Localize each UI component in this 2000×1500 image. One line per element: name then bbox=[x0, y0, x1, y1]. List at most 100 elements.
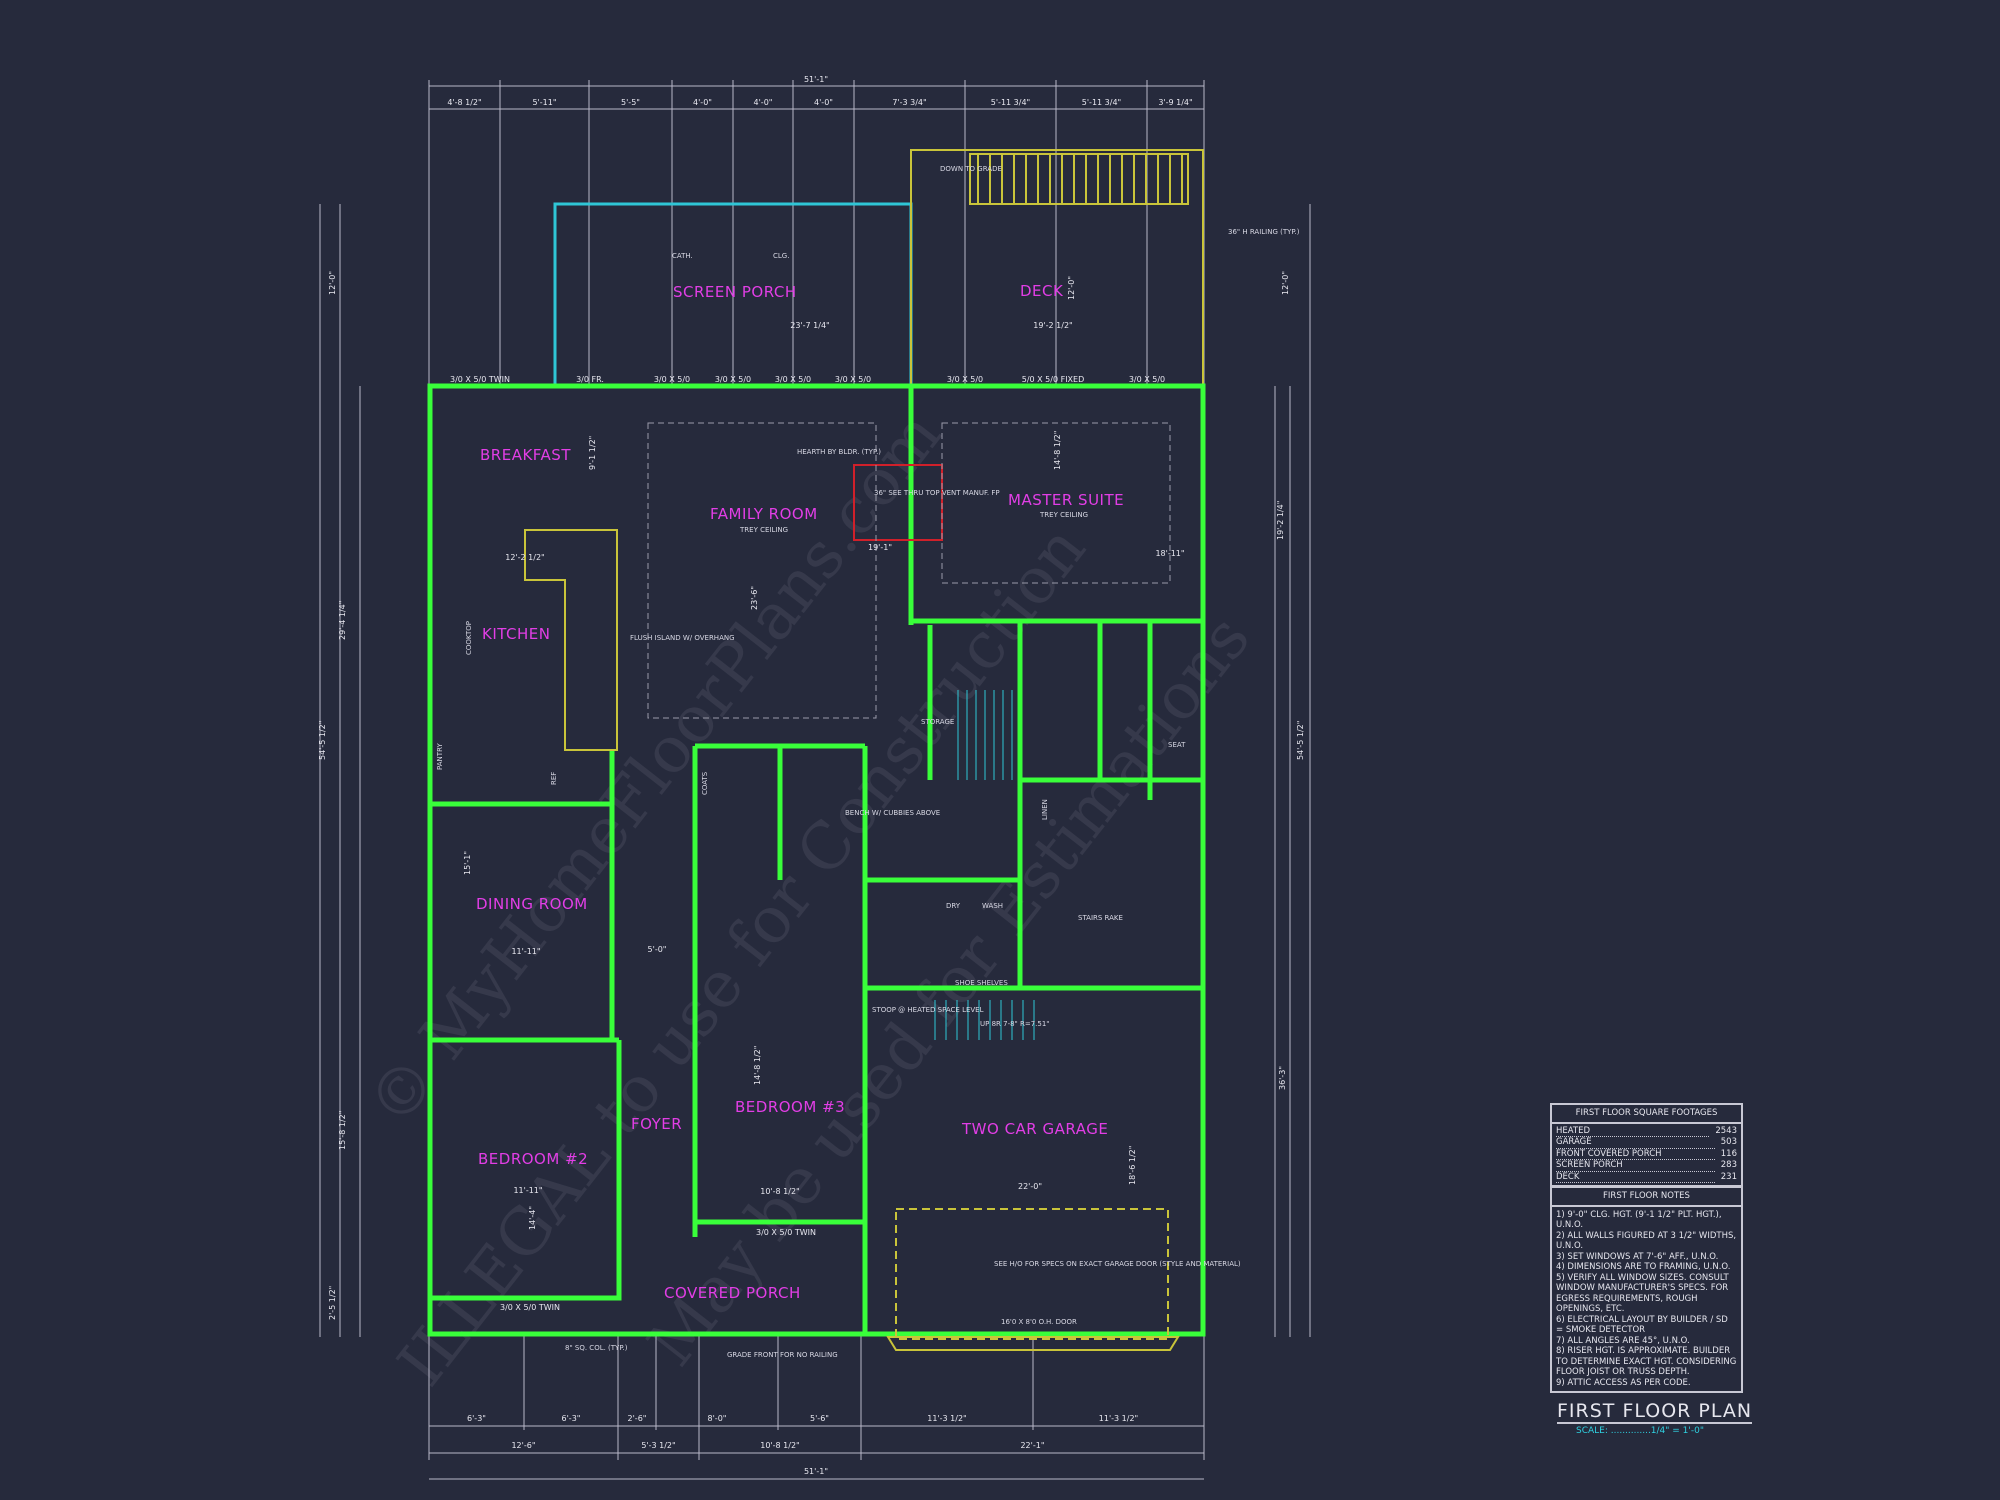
area-label: DECK bbox=[1556, 1172, 1715, 1183]
kitchen-island bbox=[524, 529, 618, 751]
room-label-screen-porch: SCREEN PORCH bbox=[673, 283, 797, 301]
top-dim: 5'-11 3/4" bbox=[991, 98, 1030, 107]
square-footage-row: HEATED 2543 bbox=[1552, 1125, 1741, 1137]
square-footage-row: GARAGE 503 bbox=[1552, 1137, 1741, 1149]
linen-label: LINEN bbox=[1041, 799, 1049, 820]
bottom-dim: 5'-6" bbox=[810, 1414, 829, 1423]
interior-dim: 14'-8 1/2" bbox=[1053, 431, 1062, 470]
washer-label: WASH bbox=[982, 902, 1003, 910]
area-value: 116 bbox=[1720, 1148, 1737, 1159]
interior-dim: 9'-1 1/2" bbox=[588, 436, 597, 470]
interior-dim: 22'-0" bbox=[1018, 1182, 1042, 1191]
garage-door-note: SEE H/O FOR SPECS ON EXACT GARAGE DOOR (… bbox=[994, 1260, 1241, 1268]
floor-notes-table: FIRST FLOOR NOTES 1) 9'-0" CLG. HGT. (9'… bbox=[1550, 1186, 1743, 1393]
room-label-kitchen: KITCHEN bbox=[482, 625, 551, 643]
window-label: 3/0 X 5/0 TWIN bbox=[450, 375, 510, 384]
interior-dim: 11'-11" bbox=[511, 947, 540, 956]
area-value: 231 bbox=[1720, 1171, 1737, 1182]
window-label: 3/0 X 5/0 bbox=[775, 375, 811, 384]
exterior-dimensions: 51'-1"4'-8 1/2"5'-11"5'-5"4'-0"4'-0"4'-0… bbox=[318, 75, 1305, 1476]
interior-dim: 23'-6" bbox=[750, 586, 759, 610]
dryer-label: DRY bbox=[946, 902, 961, 910]
bottom-dim: 2'-6" bbox=[628, 1414, 647, 1423]
area-label: HEATED bbox=[1556, 1126, 1710, 1137]
area-value: 2543 bbox=[1715, 1125, 1737, 1136]
square-footage-row: FRONT COVERED PORCH 116 bbox=[1552, 1148, 1741, 1160]
room-label-covered-porch: COVERED PORCH bbox=[664, 1284, 801, 1302]
window-label: 3/0 X 5/0 bbox=[654, 375, 690, 384]
room-label-breakfast: BREAKFAST bbox=[480, 446, 571, 464]
area-label: SCREEN PORCH bbox=[1556, 1160, 1715, 1172]
interior-dimensions: 23'-7 1/4"19'-2 1/2"12'-0"19'-1"18'-11"1… bbox=[463, 276, 1185, 1230]
interior-dim: 19'-2 1/2" bbox=[1033, 321, 1072, 330]
deck-outline bbox=[910, 149, 1204, 387]
family-trey-note: TREY CEILING bbox=[739, 526, 788, 534]
bottom-dim: 8'-0" bbox=[708, 1414, 727, 1423]
interior-dim: 15'-1" bbox=[463, 851, 472, 875]
pantry-label: PANTRY bbox=[436, 743, 444, 770]
left-dim: 12'-0" bbox=[328, 271, 337, 295]
floor-notes-title: FIRST FLOOR NOTES bbox=[1552, 1188, 1741, 1207]
top-dim: 4'-0" bbox=[814, 98, 833, 107]
area-label: FRONT COVERED PORCH bbox=[1556, 1149, 1715, 1160]
interior-dim: 5'-0" bbox=[648, 945, 667, 954]
interior-dim: 11'-11" bbox=[513, 1186, 542, 1195]
bottom-dim: 11'-3 1/2" bbox=[1099, 1414, 1138, 1423]
square-footage-title: FIRST FLOOR SQUARE FOOTAGES bbox=[1552, 1105, 1741, 1124]
bottom-dim: 22'-1" bbox=[1020, 1441, 1044, 1450]
floor-note: 1) 9'-0" CLG. HGT. (9'-1 1/2" PLT. HGT.)… bbox=[1556, 1209, 1722, 1231]
fireplace-note: 36" SEE THRU TOP VENT MANUF. FP bbox=[874, 489, 1000, 497]
window-label: 3/0 X 5/0 bbox=[1129, 375, 1165, 384]
plan-notes: DOWN TO GRADE CATH. CLG. HEARTH BY BLDR.… bbox=[436, 165, 1300, 1359]
bottom-dim: 6'-3" bbox=[562, 1414, 581, 1423]
area-value: 503 bbox=[1720, 1137, 1737, 1147]
interior-dim: 14'-4" bbox=[528, 1206, 537, 1230]
stoop-note: STOOP @ HEATED SPACE LEVEL bbox=[872, 1006, 984, 1014]
room-label-dining-room: DINING ROOM bbox=[476, 895, 588, 913]
square-footage-row: DECK 231 bbox=[1552, 1171, 1741, 1183]
coats-label: COATS bbox=[701, 771, 709, 795]
master-trey-ceiling bbox=[941, 422, 1171, 584]
interior-dim: 19'-1" bbox=[868, 543, 892, 552]
clg-note: CLG. bbox=[773, 252, 789, 260]
left-dim: 15'-8 1/2" bbox=[338, 1111, 347, 1150]
right-dim: 54'-5 1/2" bbox=[1296, 721, 1305, 760]
bottom-dim: 5'-3 1/2" bbox=[641, 1441, 675, 1450]
window-label: 3/0 FR. bbox=[576, 375, 604, 384]
square-footage-row: SCREEN PORCH 283 bbox=[1552, 1160, 1741, 1172]
top-dim: 4'-0" bbox=[754, 98, 773, 107]
floor-note: 8) RISER HGT. IS APPROXIMATE. BUILDER TO… bbox=[1556, 1346, 1737, 1377]
ref-label: REF bbox=[550, 772, 558, 785]
area-value: 283 bbox=[1720, 1160, 1737, 1170]
room-label-bedroom-3: BEDROOM #3 bbox=[735, 1098, 845, 1116]
interior-dim: 18'-11" bbox=[1155, 549, 1184, 558]
stairs-rake-note: STAIRS RAKE bbox=[1078, 914, 1123, 922]
top-dim: 5'-11" bbox=[532, 98, 556, 107]
walls bbox=[427, 383, 1206, 1337]
cooktop-label: COOKTOP bbox=[465, 621, 473, 655]
grade-front-note: GRADE FRONT FOR NO RAILING bbox=[727, 1351, 838, 1359]
interior-dim: 18'-6 1/2" bbox=[1128, 1146, 1137, 1185]
bottom-dim: 10'-8 1/2" bbox=[760, 1441, 799, 1450]
room-labels: SCREEN PORCH DECK BREAKFAST FAMILY ROOM … bbox=[476, 282, 1124, 1302]
stairs bbox=[934, 690, 1035, 1040]
interior-dim: 12'-2 1/2" bbox=[505, 553, 544, 562]
floor-note: 3) SET WINDOWS AT 7'-6" AFF., U.N.O. bbox=[1556, 1251, 1719, 1262]
left-dim: 54'-5 1/2" bbox=[318, 721, 327, 760]
right-dim: 36'-3" bbox=[1278, 1066, 1287, 1090]
garage-door-label: 16'0 X 8'0 O.H. DOOR bbox=[1001, 1318, 1077, 1326]
window-label: 5/0 X 5/0 FIXED bbox=[1022, 375, 1085, 384]
top-dim: 5'-5" bbox=[621, 98, 640, 107]
family-room-trey-ceiling bbox=[647, 422, 877, 719]
room-label-deck: DECK bbox=[1020, 282, 1064, 300]
top-dim: 4'-8 1/2" bbox=[447, 98, 481, 107]
room-label-garage: TWO CAR GARAGE bbox=[961, 1120, 1108, 1138]
top-dim: 7'-3 3/4" bbox=[892, 98, 926, 107]
interior-dim: 14'-8 1/2" bbox=[753, 1046, 762, 1085]
floor-note: 2) ALL WALLS FIGURED AT 3 1/2" WIDTHS, U… bbox=[1556, 1230, 1737, 1252]
right-dim: 12'-0" bbox=[1281, 271, 1290, 295]
master-trey-note: TREY CEILING bbox=[1039, 511, 1088, 519]
top-dim: 5'-11 3/4" bbox=[1082, 98, 1121, 107]
area-label: GARAGE bbox=[1556, 1137, 1715, 1149]
floor-note: 5) VERIFY ALL WINDOW SIZES. CONSULT WIND… bbox=[1556, 1272, 1729, 1315]
